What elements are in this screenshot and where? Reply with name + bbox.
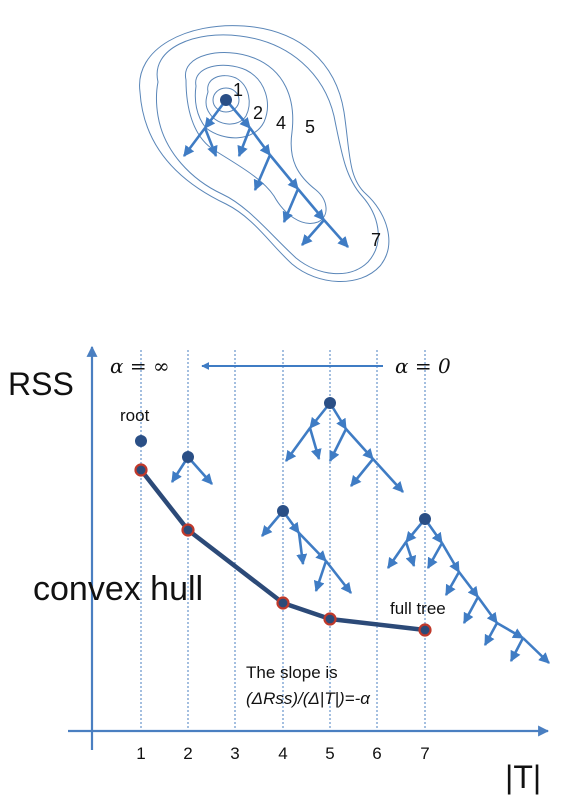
contour-label-1: 1 [233,80,243,100]
contour-figure: 1 2 4 5 7 [139,25,390,282]
hull-point-7 [418,623,432,637]
contour-label-5: 5 [305,117,315,137]
tree-root-nodes [135,397,431,525]
hull-points [134,463,432,637]
x-tick-7: 7 [420,744,429,763]
x-tick-1: 1 [136,744,145,763]
contour-label-7: 7 [371,230,381,250]
contour-root-node [220,94,232,106]
slope-text-line2: (ΔRss)/(Δ|T|)=-α [246,689,371,708]
x-tick-labels: 1 2 3 4 5 6 7 [136,744,429,763]
x-tick-6: 6 [372,744,381,763]
x-tick-5: 5 [325,744,334,763]
slope-text-line1: The slope is [246,663,338,682]
contour-lines [139,25,390,282]
alpha-infinity-label: α = ∞ [110,354,170,378]
vertical-gridlines [140,350,426,731]
convex-hull-label: convex hull [33,570,203,608]
root-node-1 [135,435,147,447]
contour-tree [182,99,349,248]
alpha-zero-label: α = 0 [395,354,451,378]
x-tick-2: 2 [183,744,192,763]
hull-point-1 [134,463,148,477]
x-tick-4: 4 [278,744,287,763]
rss-plot: 1 2 3 4 5 6 7 RSS |T| α = ∞ α = 0 [8,345,550,795]
hull-point-5 [323,612,337,626]
contour-label-2: 2 [253,103,263,123]
contour-label-4: 4 [276,113,286,133]
hull-point-4 [276,596,290,610]
root-label: root [120,406,150,425]
root-node-5 [324,397,336,409]
x-tick-3: 3 [230,744,239,763]
root-node-7 [419,513,431,525]
full-tree-label: full tree [390,599,446,618]
y-axis-label: RSS [8,366,74,402]
root-node-4 [277,505,289,517]
hull-point-2 [181,523,195,537]
x-axis-label: |T| [505,759,541,795]
root-node-2 [182,451,194,463]
